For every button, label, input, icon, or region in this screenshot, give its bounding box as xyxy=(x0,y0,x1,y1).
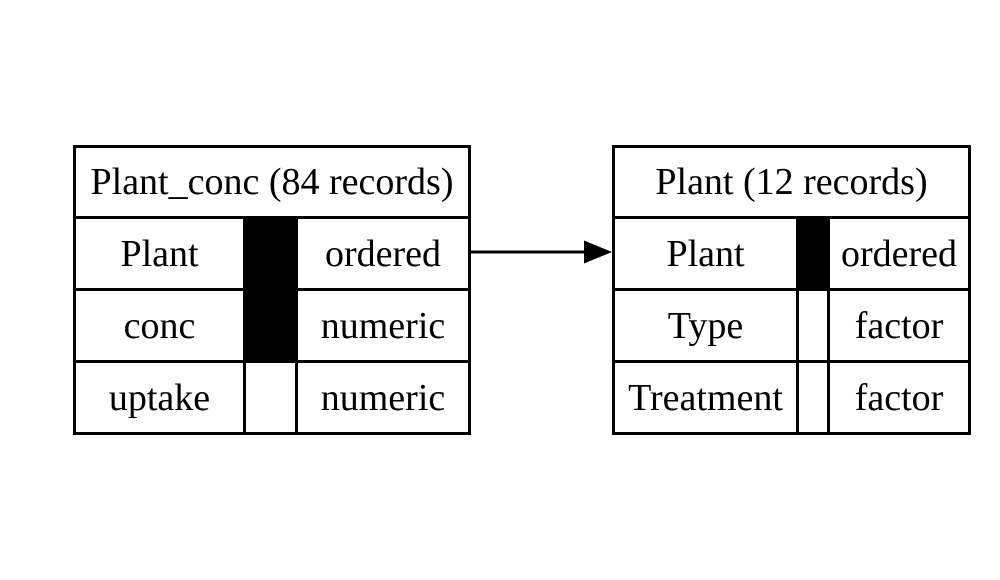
field-name: Plant xyxy=(73,216,246,291)
key-indicator xyxy=(796,216,830,291)
field-type: numeric xyxy=(295,288,471,363)
table-row: Plant ordered xyxy=(612,216,972,291)
field-type: factor xyxy=(826,288,972,363)
key-indicator xyxy=(796,360,830,435)
table-title: Plant_conc (84 records) xyxy=(73,145,471,219)
field-name: uptake xyxy=(73,360,246,435)
field-type: ordered xyxy=(295,216,471,291)
field-name: Treatment xyxy=(612,360,799,435)
field-name: conc xyxy=(73,288,246,363)
table-row: uptake numeric xyxy=(73,360,471,435)
key-indicator xyxy=(796,288,830,363)
field-type: ordered xyxy=(826,216,972,291)
table-row: Plant ordered xyxy=(73,216,471,363)
table-row: Treatment factor xyxy=(612,360,972,435)
table-title: Plant (12 records) xyxy=(611,145,972,219)
table-plant: Plant (12 records) Plant ordered Type fa… xyxy=(611,145,972,435)
field-name: Type xyxy=(612,288,799,363)
key-indicator xyxy=(243,216,298,363)
arrowhead-icon xyxy=(584,240,612,264)
table-row: Type factor xyxy=(612,288,972,363)
field-name: Plant xyxy=(612,216,799,291)
key-indicator xyxy=(243,360,298,435)
field-type: factor xyxy=(826,360,972,435)
field-type: numeric xyxy=(295,360,471,435)
table-plant-conc: Plant_conc (84 records) Plant ordered co… xyxy=(73,145,471,435)
table-row: conc numeric xyxy=(73,288,471,363)
